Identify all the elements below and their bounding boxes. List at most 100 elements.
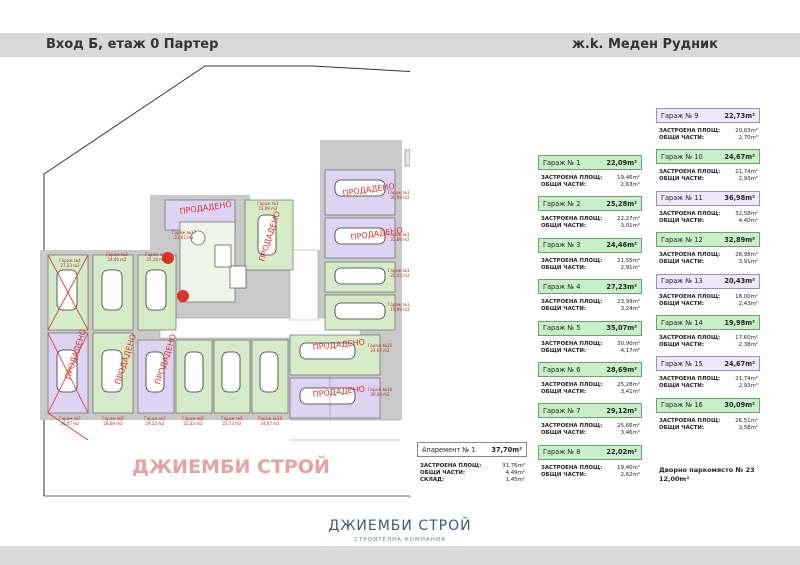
garage-area: 22,02m² xyxy=(606,448,637,457)
apartment-header: Апаремент № 1 37,70m² xyxy=(417,442,527,457)
common-parts-value: 2,93m² xyxy=(738,176,758,183)
common-parts-value: 4,40m² xyxy=(738,217,758,224)
garage-name: Гараж № 7 xyxy=(543,406,581,415)
common-parts-label: ОБЩИ ЧАСТИ: xyxy=(541,223,587,230)
built-area-value: 21,55m² xyxy=(617,257,640,264)
spot-label-1: Гараж №1 xyxy=(257,201,279,206)
built-area-label: ЗАСТРОЕНА ПЛОЩ: xyxy=(659,293,721,300)
sold-crosses xyxy=(47,254,89,441)
common-parts-label: ОБЩИ ЧАСТИ: xyxy=(659,300,705,307)
garage-area: 29,12m² xyxy=(606,406,637,415)
common-parts-label: ОБЩИ ЧАСТИ: xyxy=(659,383,705,390)
garage-area: 22,73m² xyxy=(724,111,755,120)
built-area-value: 22,27m² xyxy=(617,216,640,223)
common-parts-label: ОБЩИ ЧАСТИ: xyxy=(541,389,587,395)
built-area-label: ЗАСТРОЕНА ПЛОЩ: xyxy=(541,423,603,430)
spot-area-5: 35,07 m2 xyxy=(60,421,80,426)
built-area-value: 28,98m² xyxy=(735,252,758,259)
garage-area: 24,46m² xyxy=(606,241,637,250)
yard-parking-card[interactable]: Дворно паркомясто № 23 12,00m² xyxy=(659,466,763,484)
built-area-value: 19,46m² xyxy=(617,175,640,181)
spot-label-17: Гараж №17 xyxy=(172,230,196,235)
common-parts-value: 3,41m² xyxy=(620,389,640,395)
common-parts-label: ОБЩИ ЧАСТИ: xyxy=(659,259,705,266)
common-parts-label: ОБЩИ ЧАСТИ: xyxy=(541,347,587,354)
spot-label-16: Гараж №16 xyxy=(368,387,392,392)
spot-area-3: 24,46 m2 xyxy=(107,257,127,262)
spot-label-5: Гараж №5 xyxy=(59,416,81,421)
garage-name: Гараж № 10 xyxy=(661,152,703,161)
garage-header: Гараж № 7 29,12m² xyxy=(538,403,642,419)
garage-name: Гараж № 11 xyxy=(661,194,703,203)
spot-area-12: 32,89 m2 xyxy=(390,237,410,242)
garage-name: Гараж № 4 xyxy=(543,282,581,291)
apartment-storage-label: СКЛАД: xyxy=(420,477,444,483)
spot-label-12: Гараж №12 xyxy=(388,232,410,237)
spot-label-6: Гараж №6 xyxy=(102,416,124,421)
accessible-icon xyxy=(162,252,174,264)
apartment-built-label: ЗАСТРОЕНА ПЛОЩ: xyxy=(420,463,482,469)
built-area-value: 17,60m² xyxy=(735,335,758,341)
common-parts-value: 2,62m² xyxy=(620,471,640,478)
garage-area: 28,69m² xyxy=(606,365,637,374)
garage-name: Гараж № 9 xyxy=(661,111,699,120)
built-area-label: ЗАСТРОЕНА ПЛОЩ: xyxy=(541,175,603,181)
apartment-card[interactable]: Апаремент № 1 37,70m² ЗАСТРОЕНА ПЛОЩ:31,… xyxy=(417,442,527,483)
common-parts-value: 2,91m² xyxy=(620,264,640,271)
garage-area: 30,09m² xyxy=(724,401,755,410)
built-area-label: ЗАСТРОЕНА ПЛОЩ: xyxy=(659,335,721,341)
built-area-label: ЗАСТРОЕНА ПЛОЩ: xyxy=(541,382,603,388)
apartment-common-label: ОБЩИ ЧАСТИ: xyxy=(420,470,466,476)
built-area-label: ЗАСТРОЕНА ПЛОЩ: xyxy=(541,340,603,347)
garage-name: Гараж № 12 xyxy=(661,235,703,244)
garage-area: 36,98m² xyxy=(724,194,755,203)
garage-name: Гараж № 6 xyxy=(543,365,581,374)
common-parts-label: ОБЩИ ЧАСТИ: xyxy=(659,135,705,141)
common-parts-value: 3,58m² xyxy=(738,424,758,431)
built-area-value: 26,51m² xyxy=(735,417,758,424)
common-parts-value: 2,43m² xyxy=(738,300,758,307)
built-area-label: ЗАСТРОЕНА ПЛОЩ: xyxy=(659,128,721,134)
spot-label-13: Гараж №13 xyxy=(388,268,410,273)
spot-area-17: 22,02 m2 xyxy=(174,235,194,240)
spot-area-1: 22,09 m2 xyxy=(258,206,278,211)
garage-name: Гараж № 13 xyxy=(661,277,703,286)
apartment-common: 4,49m² xyxy=(505,470,525,476)
spot-area-9: 22,73 m2 xyxy=(222,421,242,426)
garage-name: Гараж № 16 xyxy=(661,401,703,410)
common-parts-label: ОБЩИ ЧАСТИ: xyxy=(659,176,705,183)
footer-bar xyxy=(0,546,800,565)
garage-header: Гараж № 9 22,73m² xyxy=(656,108,760,123)
built-area-value: 18,00m² xyxy=(735,293,758,300)
common-parts-value: 3,24m² xyxy=(620,306,640,313)
spot-label-11: Гараж №11 xyxy=(388,190,410,195)
built-area-value: 25,66m² xyxy=(617,423,640,430)
common-parts-value: 4,17m² xyxy=(620,347,640,354)
spot-label-2: Гараж №2 xyxy=(145,252,167,257)
garage-header: Гараж № 11 36,98m² xyxy=(656,190,760,206)
